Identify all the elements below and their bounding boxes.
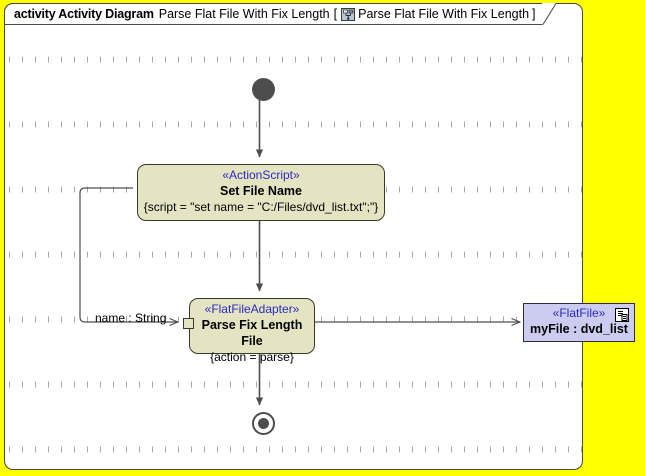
- stereotype-label: «FlatFileAdapter»: [204, 302, 300, 316]
- input-pin[interactable]: [183, 318, 194, 329]
- diagram-title-tab: activity Activity Diagram Parse Flat Fil…: [4, 3, 543, 25]
- edge-label-name-string: name : String: [95, 311, 167, 325]
- diagram-keyword: activity Activity Diagram: [14, 7, 154, 21]
- stereotype-label: «ActionScript»: [222, 168, 300, 182]
- stereotype-label: «FlatFile»: [552, 306, 606, 320]
- bracket-close: ]: [532, 7, 536, 21]
- action-node-parse-fix-length-file[interactable]: «FlatFileAdapter» Parse Fix Length File …: [189, 298, 315, 364]
- action-node-set-file-name[interactable]: «ActionScript» Set File Name {script = "…: [137, 164, 385, 221]
- node-property-label: {action = parse}: [210, 350, 294, 364]
- object-node-flat-file[interactable]: «FlatFile» myFile : dvd_list: [523, 303, 635, 342]
- node-property-label: {script = "set name = "C:/Files/dvd_list…: [143, 200, 379, 214]
- node-name-label: myFile : dvd_list: [530, 322, 628, 336]
- canvas-dot-grid: [5, 4, 582, 469]
- title-tab-slant: [542, 3, 556, 25]
- activity-final-node[interactable]: [252, 412, 275, 435]
- bracket-open: [: [333, 7, 338, 21]
- edge-layer: [79, 96, 583, 406]
- diagram-bracket-name: Parse Flat File With Fix Length: [358, 7, 530, 21]
- diagram-name: Parse Flat File With Fix Length: [158, 7, 330, 21]
- activity-diagram-icon: [341, 7, 356, 21]
- edge-objectflow-name-string: [79, 187, 178, 322]
- document-icon: [615, 308, 629, 322]
- node-name-label: Parse Fix Length File: [201, 318, 303, 348]
- activity-diagram-frame: «ActionScript» Set File Name {script = "…: [4, 3, 583, 470]
- initial-node[interactable]: [252, 78, 275, 101]
- node-name-label: Set File Name: [220, 184, 302, 198]
